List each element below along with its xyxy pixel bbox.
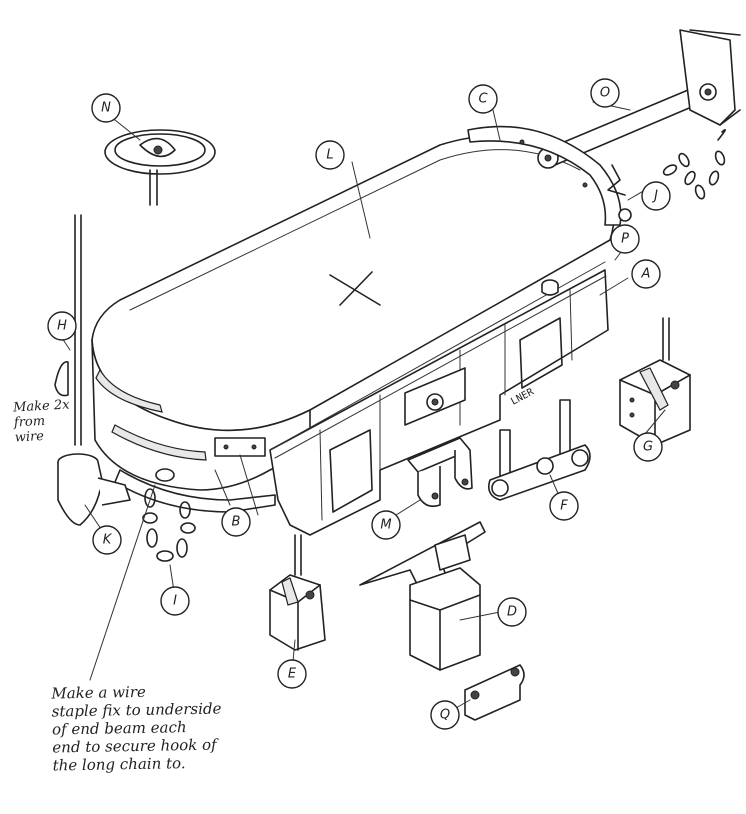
bracket-block bbox=[679, 29, 736, 126]
svg-text:O: O bbox=[600, 86, 610, 101]
end-plate bbox=[214, 437, 266, 457]
side-window-2 bbox=[519, 317, 563, 389]
main-note-line: the long chain to. bbox=[52, 754, 186, 775]
svg-text:K: K bbox=[103, 533, 113, 548]
linkage-f bbox=[487, 399, 591, 501]
bracket-m bbox=[407, 437, 473, 508]
callout-l: L bbox=[315, 140, 345, 170]
callout-k: K bbox=[92, 525, 122, 555]
svg-text:M: M bbox=[380, 518, 391, 533]
callout-n: N bbox=[91, 93, 121, 123]
callout-h: H bbox=[47, 311, 77, 341]
end-skirt bbox=[114, 469, 276, 513]
anvil-d bbox=[359, 521, 486, 671]
callout-f: F bbox=[549, 491, 579, 521]
svg-text:P: P bbox=[621, 232, 629, 247]
svg-text:C: C bbox=[478, 92, 488, 107]
svg-text:G: G bbox=[643, 440, 653, 455]
callout-e: E bbox=[277, 659, 307, 689]
svg-text:H: H bbox=[57, 319, 67, 334]
svg-text:N: N bbox=[101, 101, 111, 116]
handwheel bbox=[104, 129, 216, 206]
deck-cross-2 bbox=[339, 271, 373, 306]
main-note-line: end to secure hook of bbox=[52, 735, 217, 757]
side-marking: LNER bbox=[509, 386, 536, 407]
buffer-block-g bbox=[619, 317, 691, 446]
svg-text:Q: Q bbox=[440, 708, 450, 723]
svg-text:B: B bbox=[232, 515, 241, 530]
svg-text:D: D bbox=[507, 605, 517, 620]
svg-text:E: E bbox=[288, 667, 297, 682]
end-fitting-k bbox=[57, 453, 131, 526]
callout-q: Q bbox=[430, 700, 460, 730]
chain-long bbox=[142, 468, 196, 562]
callout-p: P bbox=[610, 224, 640, 254]
drawbar-assembly bbox=[467, 29, 741, 226]
callout-b: B bbox=[221, 507, 251, 537]
svg-text:A: A bbox=[641, 267, 651, 282]
callout-g: G bbox=[633, 432, 663, 462]
end-slot-upper bbox=[95, 368, 163, 413]
svg-text:F: F bbox=[560, 499, 568, 514]
side-window-1 bbox=[329, 429, 373, 513]
callout-d: D bbox=[497, 597, 527, 627]
svg-text:I: I bbox=[173, 594, 177, 609]
callout-i: I bbox=[160, 586, 190, 616]
deck-top bbox=[91, 134, 616, 432]
callout-j: J bbox=[641, 181, 671, 211]
main-note-line: staple fix to underside bbox=[51, 699, 222, 721]
plate-q bbox=[464, 664, 525, 721]
side-note-line: wire bbox=[14, 428, 45, 446]
curved-top-plate bbox=[467, 125, 622, 226]
wire-hook-h bbox=[54, 361, 69, 397]
callout-c: C bbox=[468, 84, 498, 114]
callout-m: M bbox=[371, 510, 401, 540]
callout-o: O bbox=[590, 78, 620, 108]
svg-text:L: L bbox=[326, 148, 333, 163]
main-note: Make a wire staple fix to underside of e… bbox=[51, 682, 222, 775]
svg-text:J: J bbox=[651, 189, 658, 204]
chain-right bbox=[662, 129, 726, 200]
wagon-body: LNER bbox=[91, 134, 616, 536]
hook-j bbox=[607, 164, 626, 196]
side-note: Make 2x from wire bbox=[13, 398, 72, 447]
callouts: A B C D E F G H I J K L M N O P Q bbox=[47, 78, 671, 730]
callout-a: A bbox=[631, 259, 661, 289]
end-slot-lower bbox=[111, 424, 207, 461]
buffer-block-e bbox=[269, 534, 326, 651]
